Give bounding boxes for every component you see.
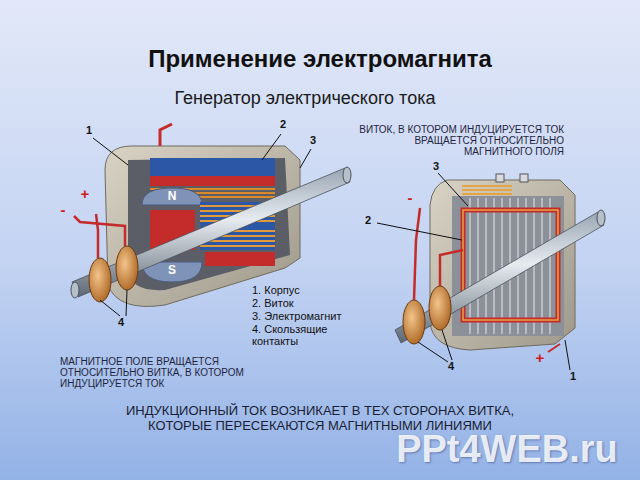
polarity-sign: + [78, 186, 92, 203]
legend-item: 1. Корпус [252, 284, 372, 296]
left-generator [71, 124, 351, 316]
callout-number: 2 [361, 214, 375, 226]
note-text: МАГНИТНОЕ ПОЛЕ ВРАЩАЕТСЯ ОТНОСИТЕЛЬНО ВИ… [60, 356, 255, 390]
right-generator [377, 173, 605, 370]
legend-item: 3. Электромагнит [252, 310, 372, 322]
polarity-sign: - [403, 190, 417, 207]
callout-number: 1 [566, 370, 580, 382]
legend-item: 4. Скользящие контакты [252, 323, 362, 348]
callout-number: 2 [276, 118, 290, 130]
pole-label: S [164, 264, 180, 277]
note-text: ВИТОК, В КОТОРОМ ИНДУЦИРУЕТСЯ ТОК ВРАЩАЕ… [352, 124, 564, 158]
callout-number: 3 [306, 134, 320, 146]
callout-number: 3 [429, 160, 443, 172]
callout-number: 4 [444, 360, 458, 372]
pole-label: N [164, 190, 180, 203]
legend-item: 2. Виток [252, 297, 372, 309]
slide-title: Применение электромагнита [60, 46, 580, 73]
callout-number: 4 [114, 316, 128, 328]
polarity-sign: - [56, 202, 70, 219]
watermark: PPt4WEB.ru [382, 428, 632, 471]
callout-number: 1 [82, 124, 96, 136]
polarity-sign: + [533, 350, 547, 367]
subtitle: Генератор электрического тока [150, 88, 460, 108]
